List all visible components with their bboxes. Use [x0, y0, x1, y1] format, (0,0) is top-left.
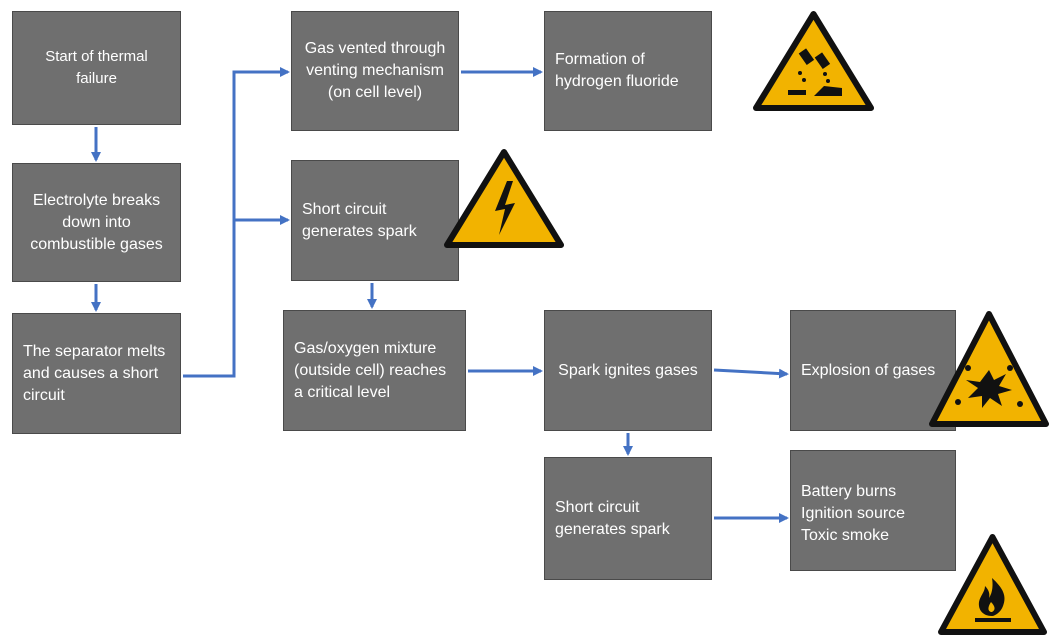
box-hydrogen-fluoride-label: Formation of hydrogen fluoride [555, 51, 679, 90]
box-battery-burns: Battery burns Ignition source Toxic smok… [790, 450, 956, 571]
box-gas-oxygen-label: Gas/oxygen mixture (outside cell) reache… [294, 339, 447, 401]
arrow-separator-to-gas-vented [183, 67, 290, 378]
box-battery-burns-label: Battery burns Ignition source Toxic smok… [801, 483, 906, 544]
box-short-circuit-1: Short circuit generates spark [291, 160, 459, 281]
box-short-circuit-1-label: Short circuit generates spark [302, 200, 417, 240]
box-gas-oxygen-mixture: Gas/oxygen mixture (outside cell) reache… [283, 310, 466, 431]
box-gas-vented-label: Gas vented through venting mechanism (on… [304, 40, 446, 101]
box-short-circuit-2: Short circuit generates spark [544, 457, 712, 580]
explosive-warning-icon [929, 311, 1049, 427]
box-hydrogen-fluoride: Formation of hydrogen fluoride [544, 11, 712, 131]
box-electrolyte-breakdown: Electrolyte breaks down into combustible… [12, 163, 181, 282]
box-separator-label: The separator melts and causes a short c… [23, 342, 166, 404]
flammable-warning-icon [938, 534, 1047, 635]
box-start-thermal-failure: Start of thermal failure [12, 11, 181, 125]
box-separator-melts: The separator melts and causes a short c… [12, 313, 181, 434]
box-short-circuit-2-label: Short circuit generates spark [555, 498, 670, 538]
box-electrolyte-label: Electrolyte breaks down into combustible… [30, 191, 163, 253]
box-start-label: Start of thermal failure [45, 48, 148, 87]
box-spark-ignites-label: Spark ignites gases [558, 361, 698, 379]
box-spark-ignites: Spark ignites gases [544, 310, 712, 431]
box-explosion: Explosion of gases [790, 310, 956, 431]
high-voltage-warning-icon [444, 149, 564, 248]
box-gas-vented: Gas vented through venting mechanism (on… [291, 11, 459, 131]
box-explosion-label: Explosion of gases [801, 361, 936, 379]
corrosive-warning-icon [753, 11, 874, 111]
arrow-spark-to-explosion [713, 368, 789, 379]
